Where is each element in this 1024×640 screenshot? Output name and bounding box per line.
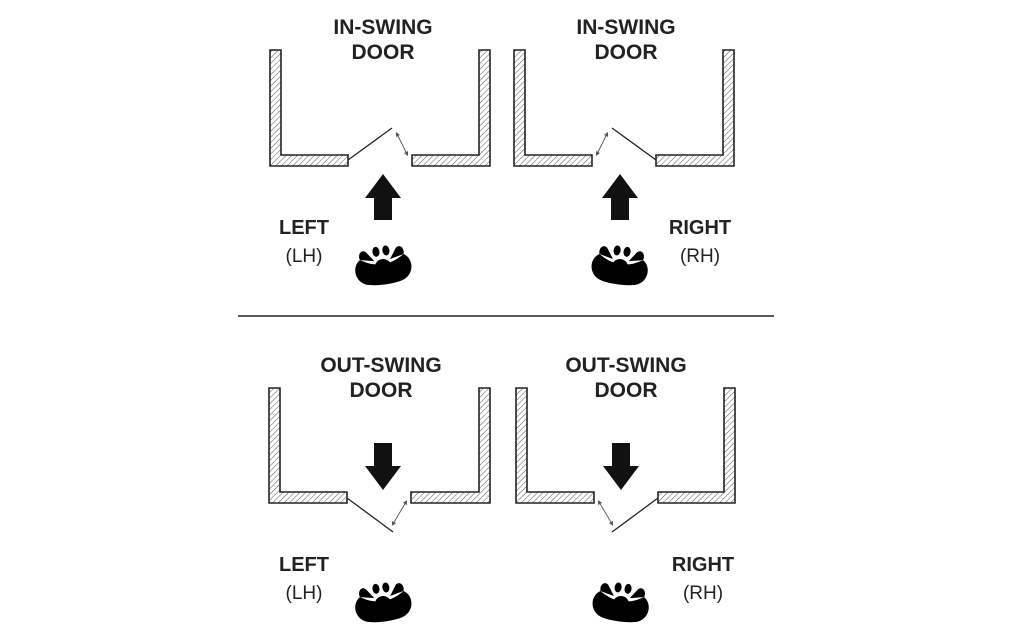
clearance-indicator bbox=[597, 500, 614, 526]
clearance-indicator bbox=[395, 131, 409, 157]
handing-side-label: LEFT bbox=[279, 217, 329, 239]
person-icon bbox=[590, 579, 652, 626]
handing-side-label: RIGHT bbox=[672, 554, 734, 576]
panel-title-line1: OUT-SWING bbox=[565, 354, 686, 377]
left-wall bbox=[515, 387, 595, 504]
door-leaf bbox=[611, 497, 659, 533]
handing-code-label: (RH) bbox=[683, 583, 723, 604]
handing-side-label: RIGHT bbox=[669, 217, 731, 239]
panel-inswing-right: IN-SWING DOOR RIGHT (RH) bbox=[513, 16, 735, 289]
panel-outswing-right: OUT-SWING DOOR RIGHT (RH) bbox=[515, 354, 736, 626]
handing-code-label: (LH) bbox=[286, 583, 323, 604]
left-wall bbox=[268, 387, 348, 504]
handing-code-label: (LH) bbox=[286, 246, 323, 267]
right-wall bbox=[655, 49, 735, 167]
arrow-up-icon bbox=[602, 174, 638, 220]
door-leaf bbox=[347, 127, 393, 161]
left-wall bbox=[513, 49, 593, 167]
panel-title-line2: DOOR bbox=[352, 41, 415, 64]
clearance-indicator bbox=[595, 131, 609, 157]
panel-title-line2: DOOR bbox=[350, 379, 413, 402]
door-leaf bbox=[611, 127, 657, 161]
arrow-down-icon bbox=[365, 443, 401, 490]
panel-title-line2: DOOR bbox=[595, 41, 658, 64]
clearance-indicator bbox=[391, 500, 408, 526]
right-wall bbox=[657, 387, 736, 504]
handing-code-label: (RH) bbox=[680, 246, 720, 267]
panel-title-line1: IN-SWING bbox=[333, 16, 432, 39]
person-icon bbox=[589, 242, 651, 289]
panel-inswing-left: IN-SWING DOOR LEFT (LH) bbox=[269, 16, 491, 289]
arrow-up-icon bbox=[365, 174, 401, 220]
handing-side-label: LEFT bbox=[279, 554, 329, 576]
panel-title-line1: OUT-SWING bbox=[320, 354, 441, 377]
panel-title-line1: IN-SWING bbox=[576, 16, 675, 39]
person-icon bbox=[352, 579, 414, 626]
right-wall bbox=[410, 387, 491, 504]
left-wall bbox=[269, 49, 349, 167]
panel-title-line2: DOOR bbox=[595, 379, 658, 402]
person-icon bbox=[352, 242, 414, 289]
panel-outswing-left: OUT-SWING DOOR LEFT (LH) bbox=[268, 354, 491, 626]
door-leaf bbox=[346, 497, 394, 533]
right-wall bbox=[411, 49, 491, 167]
arrow-down-icon bbox=[603, 443, 639, 490]
